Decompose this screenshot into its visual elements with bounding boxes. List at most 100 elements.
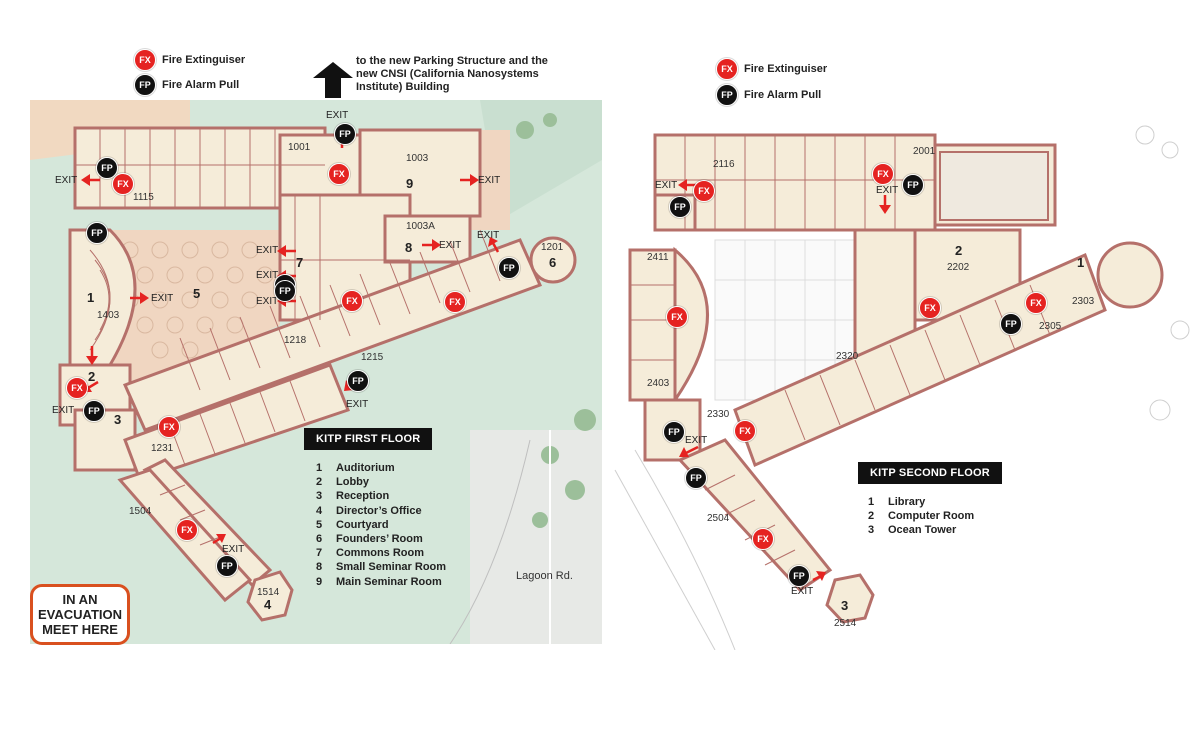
second-floor-title: KITP SECOND FLOOR bbox=[858, 462, 1002, 484]
exit-label: EXIT bbox=[55, 175, 78, 186]
evacuation-meet-sign: IN AN EVACUATION MEET HERE bbox=[30, 584, 130, 645]
legend-fx-label: Fire Extinguiser bbox=[162, 54, 246, 66]
room-6-number: 6 bbox=[549, 255, 557, 270]
exit-label: EXIT bbox=[685, 435, 708, 446]
fire-alarm-pull-icon: FP bbox=[663, 421, 685, 443]
legend-fp-label: Fire Alarm Pull bbox=[162, 79, 240, 91]
exit-label: EXIT bbox=[52, 405, 75, 416]
room-label: 1003 bbox=[406, 153, 429, 164]
fire-alarm-pull-icon: FP bbox=[134, 74, 156, 96]
room-label: 1514 bbox=[257, 587, 280, 598]
fire-alarm-pull-icon: FP bbox=[669, 196, 691, 218]
fire-extinguisher-icon: FX bbox=[176, 519, 198, 541]
room-1-number: 1 bbox=[87, 290, 95, 305]
fire-extinguisher-icon: FX bbox=[693, 180, 715, 202]
room-5-number: 5 bbox=[193, 286, 201, 301]
room-label: 1504 bbox=[129, 506, 152, 517]
fire-extinguisher-icon: FX bbox=[1025, 292, 1047, 314]
room-7-number: 7 bbox=[296, 255, 304, 270]
fire-extinguisher-icon: FX bbox=[752, 528, 774, 550]
legend-fp-right: FP Fire Alarm Pull bbox=[716, 84, 821, 106]
lagoon-road-label: Lagoon Rd. bbox=[516, 570, 573, 582]
room-3-number: 3 bbox=[841, 598, 849, 613]
legend-fx-label: Fire Extinguiser bbox=[744, 63, 828, 75]
fire-alarm-pull-icon: FP bbox=[788, 565, 810, 587]
fire-alarm-pull-icon: FP bbox=[902, 174, 924, 196]
room-label: 2001 bbox=[913, 146, 936, 157]
room-8-number: 8 bbox=[405, 240, 413, 255]
legend-fx-right: FX Fire Extinguiser bbox=[716, 58, 827, 80]
exit-label: EXIT bbox=[222, 544, 245, 555]
exit-label: EXIT bbox=[478, 175, 501, 186]
fire-extinguisher-icon: FX bbox=[666, 306, 688, 328]
fire-alarm-pull-icon: FP bbox=[334, 123, 356, 145]
room-label: 2411 bbox=[647, 252, 669, 263]
exit-label: EXIT bbox=[256, 296, 279, 307]
legend-fp-label: Fire Alarm Pull bbox=[744, 89, 822, 101]
legend-fx-left: FX Fire Extinguiser bbox=[134, 49, 245, 71]
room-label: 1115 bbox=[133, 192, 154, 203]
fire-alarm-pull-icon: FP bbox=[86, 222, 108, 244]
fire-extinguisher-icon: FX bbox=[734, 420, 756, 442]
fire-extinguisher-icon: FX bbox=[134, 49, 156, 71]
exit-label: EXIT bbox=[256, 245, 279, 256]
fire-alarm-pull-icon: FP bbox=[216, 555, 238, 577]
exit-arrows bbox=[678, 179, 891, 582]
room-label: 1231 bbox=[151, 443, 174, 454]
exit-label: EXIT bbox=[791, 586, 814, 597]
fire-alarm-pull-icon: FP bbox=[347, 370, 369, 392]
fire-alarm-pull-icon: FP bbox=[716, 84, 738, 106]
room-1-number: 1 bbox=[1077, 255, 1085, 270]
room-label: 2305 bbox=[1039, 321, 1062, 332]
exit-label: EXIT bbox=[151, 293, 174, 304]
first-floor-title: KITP FIRST FLOOR bbox=[304, 428, 433, 450]
room-label: 2303 bbox=[1072, 296, 1095, 307]
room-label: 2116 bbox=[713, 159, 735, 170]
fire-extinguisher-icon: FX bbox=[112, 173, 134, 195]
second-floor-map: 2 1 3 2116 2001 2202 2303 2305 2411 2403… bbox=[605, 110, 1200, 650]
fire-extinguisher-icon: FX bbox=[328, 163, 350, 185]
room-label: 2330 bbox=[707, 409, 730, 420]
fire-alarm-pull-icon: FP bbox=[498, 257, 520, 279]
room-label: 1003A bbox=[406, 221, 435, 232]
exit-label: EXIT bbox=[326, 110, 349, 121]
room-label: 1215 bbox=[361, 352, 384, 363]
fire-alarm-pull-icon: FP bbox=[1000, 313, 1022, 335]
room-9-number: 9 bbox=[406, 176, 414, 191]
room-label: 2202 bbox=[947, 262, 970, 273]
north-arrow-icon bbox=[313, 62, 353, 98]
exit-label: EXIT bbox=[655, 180, 678, 191]
fire-alarm-pull-icon: FP bbox=[96, 157, 118, 179]
fire-extinguisher-icon: FX bbox=[341, 290, 363, 312]
room-label: 1403 bbox=[97, 310, 120, 321]
exit-label: EXIT bbox=[439, 240, 462, 251]
exit-label: EXIT bbox=[346, 399, 369, 410]
north-note: to the new Parking Structure and the new… bbox=[356, 55, 548, 93]
fire-alarm-pull-icon: FP bbox=[274, 280, 296, 302]
room-label: 1001 bbox=[288, 142, 311, 153]
room-label: 1201 bbox=[541, 242, 564, 253]
fire-extinguisher-icon: FX bbox=[66, 377, 88, 399]
fire-extinguisher-icon: FX bbox=[919, 297, 941, 319]
room-2-number: 2 bbox=[955, 243, 963, 258]
room-3-number: 3 bbox=[114, 412, 122, 427]
fire-extinguisher-icon: FX bbox=[716, 58, 738, 80]
exit-label: EXIT bbox=[876, 185, 899, 196]
room-label: 2320 bbox=[836, 351, 859, 362]
exit-label: EXIT bbox=[256, 270, 279, 281]
room-label: 2504 bbox=[707, 513, 730, 524]
